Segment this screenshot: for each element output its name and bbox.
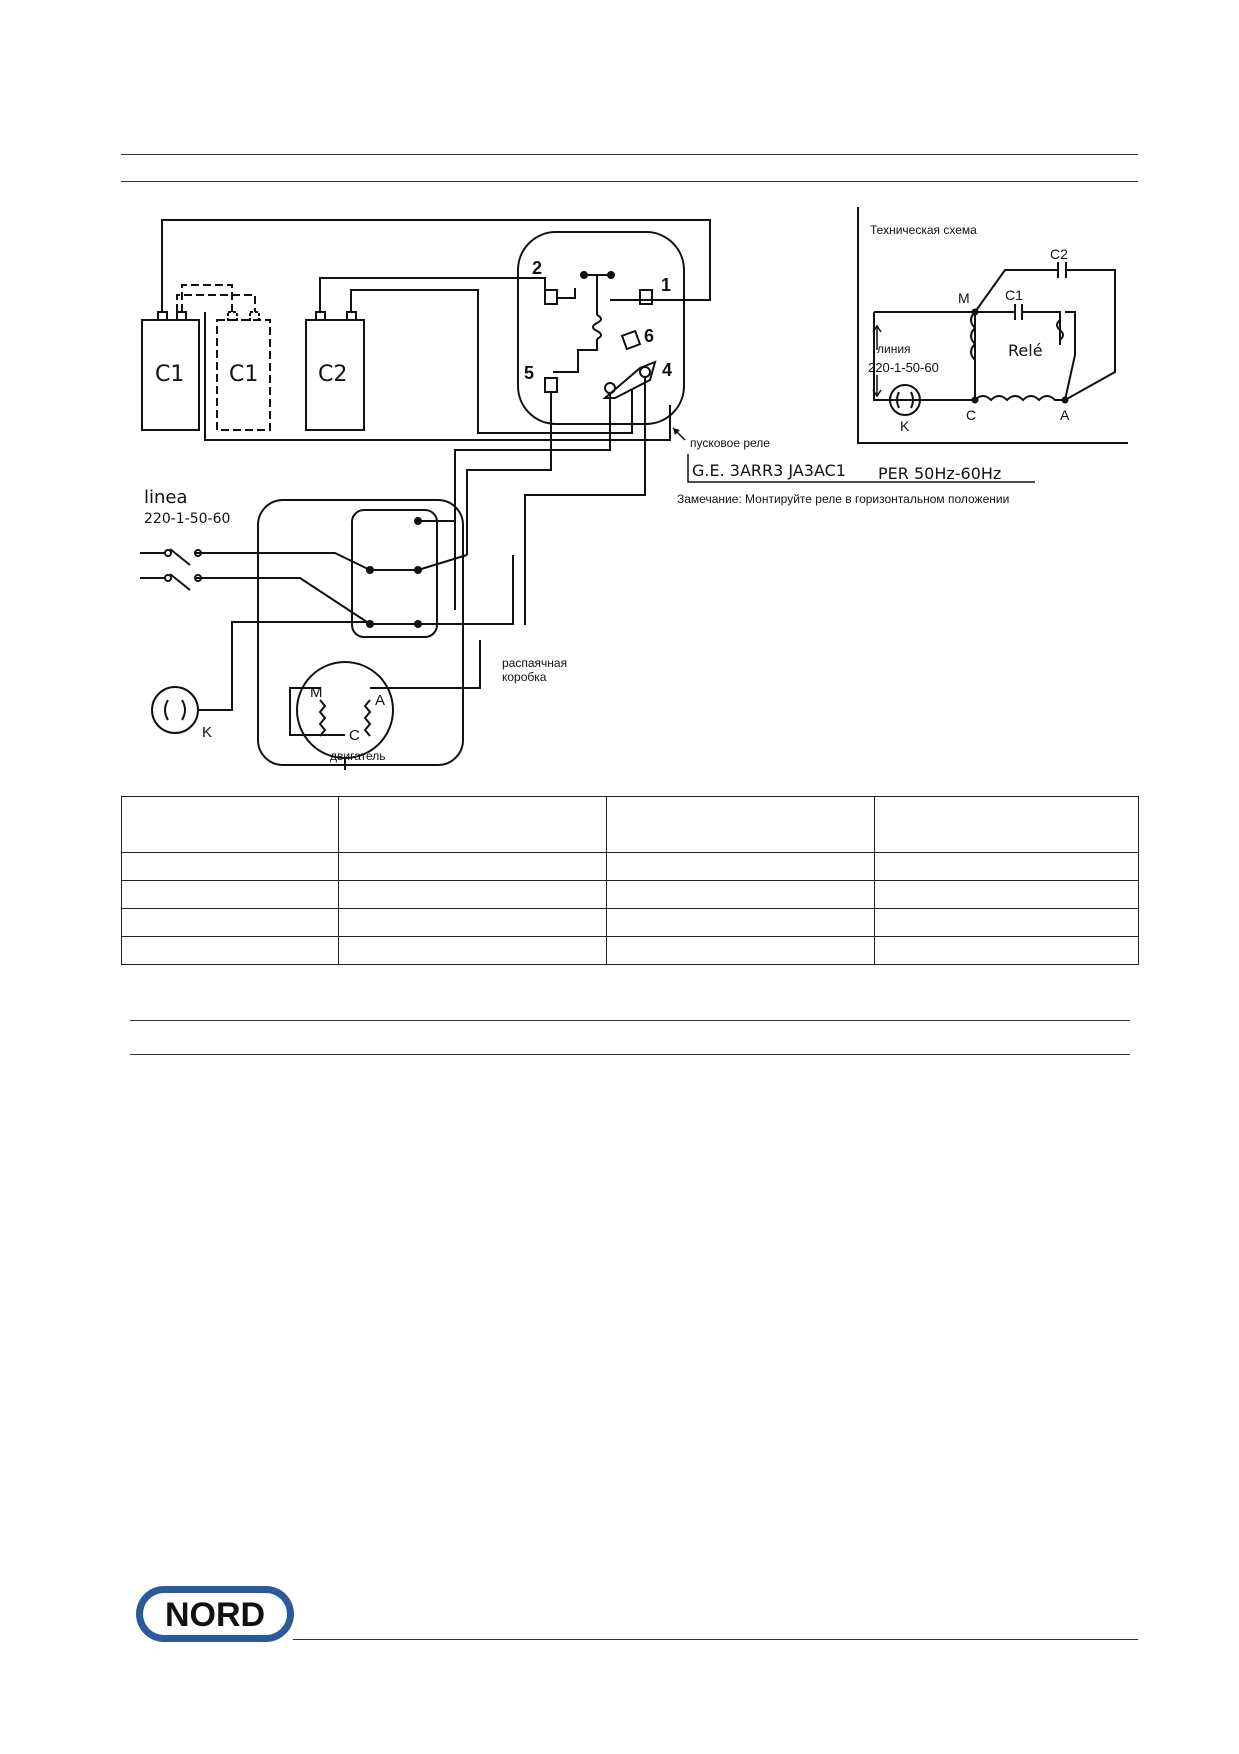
table-cell bbox=[338, 936, 607, 965]
table-cell bbox=[338, 852, 607, 881]
tech-relay-label: Relé bbox=[1008, 341, 1043, 360]
line-label: linea bbox=[144, 487, 188, 508]
tech-capacitor-c2: C2 bbox=[1050, 246, 1068, 262]
capacitor-c2 bbox=[305, 319, 365, 431]
tech-switch-k: K bbox=[900, 418, 910, 434]
mounting-note: Замечание: Монтируйте реле в горизонталь… bbox=[677, 492, 1009, 506]
motor bbox=[296, 661, 394, 759]
header-rule-bottom bbox=[121, 181, 1138, 182]
table-cell bbox=[874, 796, 1139, 853]
start-relay-housing bbox=[517, 231, 685, 425]
svg-text:NORD: NORD bbox=[165, 1596, 265, 1634]
relay-terminal-5: 5 bbox=[524, 363, 534, 383]
junction-box bbox=[257, 499, 464, 766]
relay-terminal-4: 4 bbox=[662, 360, 672, 380]
tech-node-a: A bbox=[1060, 407, 1070, 423]
spec-table bbox=[121, 796, 1139, 965]
tech-node-c: C bbox=[966, 407, 976, 423]
table-row bbox=[121, 936, 1139, 965]
tech-line-label: линия bbox=[877, 342, 911, 356]
table-cell bbox=[874, 852, 1139, 881]
relay-model: G.E. 3ARR3 JA3AC1 bbox=[692, 461, 846, 480]
table-cell bbox=[606, 852, 875, 881]
junction-box-label-line1: распаячная bbox=[502, 656, 567, 670]
table-row bbox=[121, 852, 1139, 881]
section-rule-top bbox=[130, 1020, 1130, 1021]
capacitor-label-1: C1 bbox=[155, 362, 184, 387]
motor-terminal-m: M bbox=[310, 684, 323, 701]
footer-rule bbox=[293, 1639, 1138, 1640]
table-cell bbox=[338, 796, 607, 853]
line-spec: 220-1-50-60 bbox=[144, 511, 230, 527]
table-row bbox=[121, 880, 1139, 909]
tech-capacitor-c1: C1 bbox=[1005, 287, 1023, 303]
table-header-row bbox=[121, 796, 1139, 853]
table-cell bbox=[874, 880, 1139, 909]
motor-terminal-a: A bbox=[375, 692, 385, 709]
table-cell bbox=[121, 796, 339, 853]
tech-scheme-title: Техническая схема bbox=[870, 223, 977, 237]
table-cell bbox=[121, 936, 339, 965]
capacitor-label-2: C1 bbox=[229, 362, 258, 387]
nord-logo: NORD bbox=[136, 1586, 294, 1642]
capacitor-c1-optional bbox=[216, 319, 271, 431]
capacitor-c1 bbox=[141, 319, 200, 431]
capacitor-label-3: C2 bbox=[318, 362, 347, 387]
thermal-protector-k bbox=[151, 686, 199, 734]
header-rule-top bbox=[121, 154, 1138, 155]
wiring-diagram: C1 C1 C2 1 2 4 5 6 linea 220-1-50-60 K р… bbox=[140, 207, 1128, 770]
junction-box-label-line2: коробка bbox=[502, 670, 547, 684]
tech-line-spec: 220-1-50-60 bbox=[868, 360, 939, 375]
table-cell bbox=[606, 936, 875, 965]
table-cell bbox=[874, 908, 1139, 937]
table-row bbox=[121, 908, 1139, 937]
table-cell bbox=[121, 908, 339, 937]
table-cell bbox=[338, 880, 607, 909]
table-cell bbox=[606, 908, 875, 937]
motor-label: двигатель bbox=[330, 749, 386, 763]
table-cell bbox=[874, 936, 1139, 965]
table-cell bbox=[606, 796, 875, 853]
table-cell bbox=[606, 880, 875, 909]
table-cell bbox=[121, 852, 339, 881]
relay-frequency: PER 50Hz-60Hz bbox=[878, 464, 1001, 483]
relay-terminal-2: 2 bbox=[532, 258, 542, 278]
relay-terminal-6: 6 bbox=[644, 326, 654, 346]
section-rule-bottom bbox=[130, 1054, 1130, 1055]
table-cell bbox=[121, 880, 339, 909]
switch-label-k: K bbox=[202, 724, 212, 741]
table-cell bbox=[338, 908, 607, 937]
relay-terminal-1: 1 bbox=[661, 275, 671, 295]
motor-terminal-c: C bbox=[349, 727, 360, 744]
tech-node-m: M bbox=[958, 290, 970, 306]
start-relay-label: пусковое реле bbox=[690, 436, 770, 450]
